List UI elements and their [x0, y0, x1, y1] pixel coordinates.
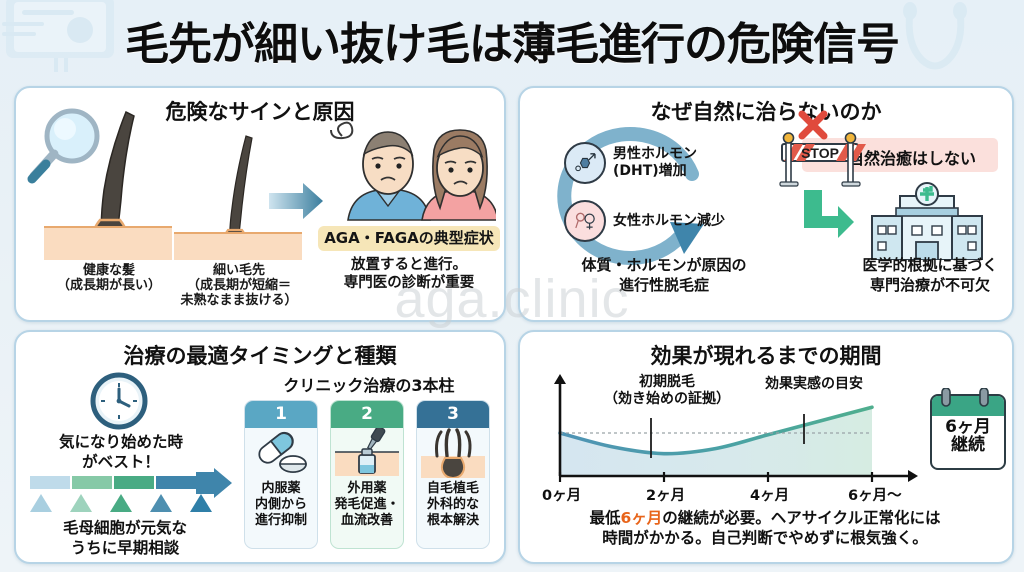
- calendar-rings: [941, 388, 989, 407]
- danger-caption: 放置すると進行。 専門医の診断が重要: [343, 257, 475, 292]
- caption-line-1: 最低6ヶ月の継続が必要。ヘアサイクル正常化には: [530, 508, 1000, 528]
- card-text: 外用薬 発毛促進・ 血流改善: [334, 481, 400, 528]
- three-pillars-subtitle: クリニック治療の3本柱: [283, 376, 455, 395]
- best-timing-text: 気になり始めた時 がベスト！: [58, 433, 183, 472]
- card-text: 内服薬 内側から 進行抑制: [254, 481, 307, 528]
- panel-why-not-heal: なぜ自然に治らないのか 男性ホルモン (DHT)増加: [518, 86, 1014, 322]
- female-hormone-icon: [564, 200, 606, 242]
- scalp-skin-thin: [174, 232, 302, 260]
- progress-seg-2: [72, 476, 112, 489]
- panel-title: 危険なサインと原因: [165, 100, 355, 124]
- header: 毛先が細い抜け毛は薄毛進行の危険信号: [0, 0, 1024, 84]
- hormone-row-male: 男性ホルモン (DHT)増加: [564, 142, 697, 184]
- circular-arrow-icon: [557, 126, 704, 265]
- stethoscope-icon: [903, 2, 967, 70]
- milestone-tri-1: [30, 494, 52, 512]
- scalp-skin-healthy: [44, 226, 172, 260]
- card-text: 自毛植毛 外科的な 根本解決: [426, 481, 479, 528]
- card-number: 1: [245, 401, 317, 428]
- hospital-icon: [871, 182, 983, 260]
- x-tick-2: 4ヶ月: [750, 488, 790, 504]
- milestone-tri-3: [110, 494, 132, 512]
- magnifier-icon: [27, 108, 100, 184]
- treatment-card-2[interactable]: 2 外用薬 発毛促進・ 血流改善: [330, 400, 404, 549]
- panel-timing-types: 治療の最適タイミングと種類 気になり始めた時 がベスト！: [14, 330, 506, 564]
- page-title: 毛先が細い抜け毛は薄毛進行の危険信号: [125, 19, 900, 70]
- worried-couple-icon: [330, 121, 496, 221]
- stop-barrier-icon: STOP: [779, 110, 866, 187]
- treatment-card-1[interactable]: 1 内服薬 内側から 進行抑制: [244, 400, 318, 549]
- thin-hair-caption: 細い毛先 （成長期が短縮＝ 未熟なまま抜ける）: [180, 263, 298, 308]
- initial-shedding-annotation: 初期脱毛 （効き始めの証拠）: [604, 374, 730, 407]
- aga-badge: AGA・FAGAの典型症状: [318, 226, 500, 251]
- card-number: 2: [331, 401, 403, 428]
- panel-title: 治療の最適タイミングと種類: [123, 344, 397, 368]
- panel-danger-signs: 危険なサインと原因 健康な髪 （成長期が長い） 細い毛先 （成長期が短縮＝ 未熟…: [14, 86, 506, 322]
- x-tick-0: 0ヶ月: [542, 488, 582, 504]
- stop-text: 自然治癒はしない: [848, 149, 977, 168]
- panel-title: 効果が現れるまでの期間: [650, 344, 882, 368]
- milestone-tri-5: [190, 494, 212, 512]
- dropper-bottle-icon: [331, 425, 403, 478]
- healthy-hair-caption: 健康な髪 （成長期が長い）: [56, 263, 161, 293]
- milestone-tri-2: [70, 494, 92, 512]
- calendar-text: 6ヶ月 継続: [945, 417, 991, 455]
- right-arrow-icon: [269, 183, 323, 219]
- hospital-caption: 医学的根拠に基づく 専門治療が不可欠: [862, 256, 998, 294]
- progress-arrow-icon: [196, 468, 232, 498]
- caption-pre: 最低: [589, 509, 621, 527]
- green-arrow-icon: [804, 190, 854, 238]
- male-hormone-icon: [564, 142, 606, 184]
- calendar-badge: 6ヶ月 継続: [930, 388, 1006, 470]
- panel-title: なぜ自然に治らないのか: [650, 100, 882, 124]
- caption-line-2: 時間がかかる。自己判断でやめずに根気強く。: [602, 529, 928, 548]
- early-consult-caption: 毛母細胞が元気な うちに早期相談: [62, 519, 187, 558]
- progress-seg-1: [30, 476, 70, 489]
- panel-effect-period: 効果が現れるまでの期間: [518, 330, 1014, 564]
- female-hormone-label: 女性ホルモン減少: [613, 212, 725, 229]
- card-number: 3: [417, 401, 489, 428]
- effect-milestone-annotation: 効果実感の目安: [765, 376, 863, 392]
- svg-text:STOP: STOP: [801, 145, 839, 161]
- clock-icon: [90, 372, 148, 430]
- pill-capsule-icon: [245, 428, 317, 478]
- hair-transplant-icon: [417, 428, 489, 480]
- hormone-row-female: 女性ホルモン減少: [564, 200, 725, 242]
- x-tick-1: 2ヶ月: [646, 488, 686, 504]
- clipboard-icon: [2, 0, 114, 72]
- milestone-tri-4: [150, 494, 172, 512]
- treatment-card-3[interactable]: 3 自毛植毛 外科的な 根本解決: [416, 400, 490, 549]
- red-cross-icon: [798, 110, 828, 140]
- caption-highlight: 6ヶ月: [620, 509, 663, 527]
- x-tick-3: 6ヶ月〜: [848, 488, 902, 504]
- male-hormone-label: 男性ホルモン (DHT)増加: [613, 146, 697, 179]
- effect-curve-chart: [554, 374, 918, 482]
- progress-seg-3: [114, 476, 154, 489]
- progress-seg-4: [156, 476, 198, 489]
- caption-post: の継続が必要。ヘアサイクル正常化には: [662, 509, 941, 527]
- effect-period-caption: 最低6ヶ月の継続が必要。ヘアサイクル正常化には 時間がかかる。自己判断でやめずに…: [530, 508, 1000, 548]
- why-caption: 体質・ホルモンが原因の 進行性脱毛症: [581, 256, 747, 294]
